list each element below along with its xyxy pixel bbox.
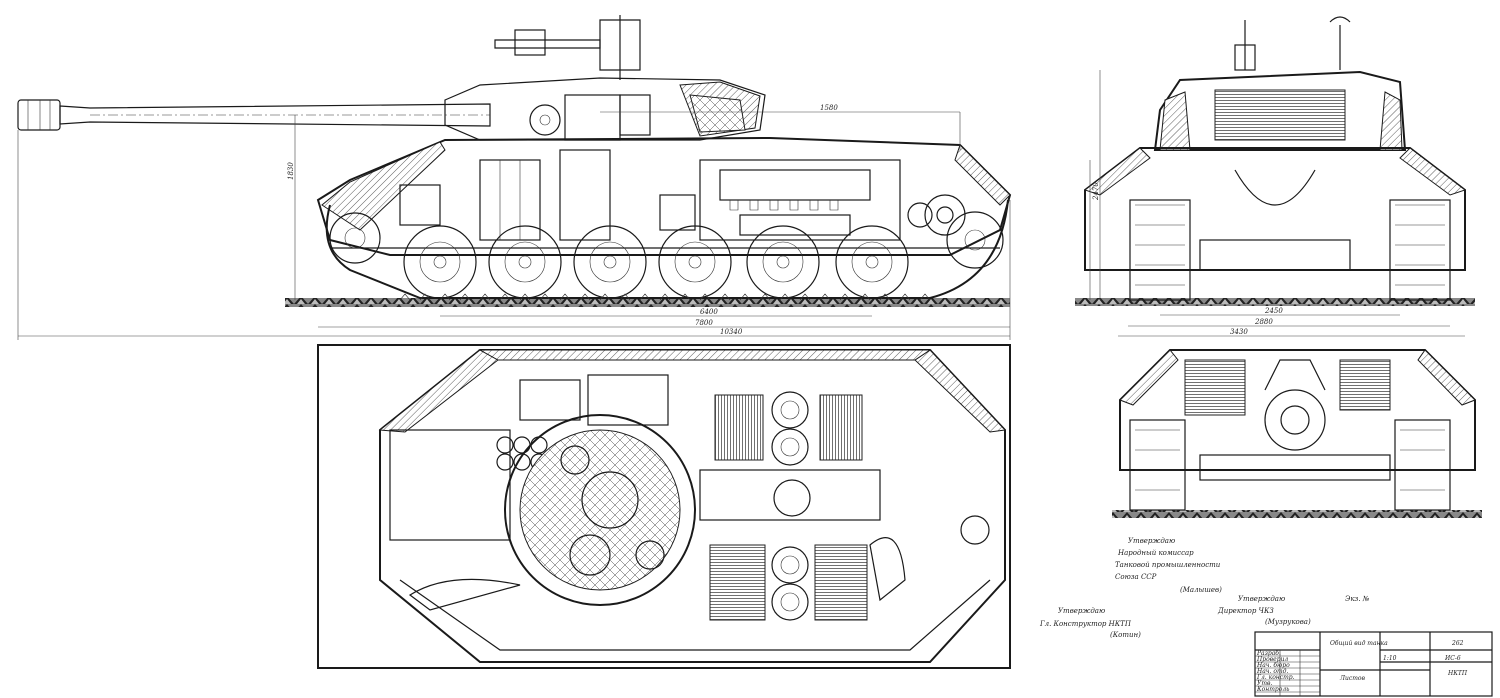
approval-signature: (Музрукова) — [1265, 618, 1311, 626]
drive-sprocket — [329, 212, 381, 264]
dim-track-contact: 6400 — [700, 308, 718, 316]
dim-overall-width: 3430 — [1230, 328, 1248, 336]
dim-track-outer: 2880 — [1254, 318, 1273, 326]
top-view — [317, 344, 1011, 669]
engine — [719, 169, 871, 236]
front-view: 2450 2880 3430 2470 — [1075, 16, 1475, 337]
title-block-designation: ИС-6 — [1444, 655, 1461, 662]
dim-gun-height: 1830 — [287, 162, 295, 180]
title-block: Общий вид танка Листов 1:10 ИС-6 262 НКТ… — [1254, 631, 1493, 697]
approval-signature: (Малышев) — [1180, 586, 1222, 594]
engine-deck — [699, 391, 881, 621]
front-dimensions: 2450 2880 3430 2470 — [1089, 70, 1465, 337]
title-block-row: Нач. бюро — [1256, 662, 1290, 669]
approval-line: Союза ССР — [1115, 573, 1157, 581]
approval-line: Гл. Конструктор НКТП — [1040, 620, 1131, 628]
front-turret — [1153, 70, 1407, 151]
side-dimensions: 6400 7800 10340 1830 1580 — [17, 104, 1011, 340]
title-block-sheet: Листов — [1339, 675, 1366, 682]
hull — [316, 136, 1012, 256]
turret-machine-gun — [494, 15, 641, 80]
title-block-row: Разраб. — [1256, 650, 1281, 657]
title-block-row: Гл. констр. — [1256, 674, 1295, 681]
running-gear — [325, 199, 1009, 301]
approval-line: Народный комиссар — [1118, 549, 1194, 557]
approval-line: Утверждаю — [1058, 607, 1106, 615]
approval-line: Утверждаю — [1128, 537, 1176, 545]
approval-line: Директор ЧКЗ — [1218, 607, 1274, 615]
title-block-title: Общий вид танка — [1330, 640, 1388, 647]
turret — [444, 77, 766, 141]
title-block-row: Утв. — [1257, 680, 1273, 687]
title-block-row: Проверил — [1256, 656, 1288, 663]
approval-line: Утверждаю — [1238, 595, 1286, 603]
title-block-org: НКТП — [1447, 670, 1468, 677]
dim-turret-offset: 1580 — [820, 104, 838, 112]
approval-signature: (Котин) — [1110, 631, 1141, 639]
approval-line: Танковой промышленности — [1115, 561, 1221, 569]
title-block-number: 262 — [1451, 640, 1464, 647]
dim-height: 2470 — [1092, 182, 1100, 201]
title-block-row: Контроль — [1256, 686, 1289, 693]
dim-track-gauge: 2450 — [1264, 307, 1283, 315]
side-view: 6400 7800 10340 1830 1580 — [17, 15, 1012, 340]
dim-overall-length: 10340 — [720, 328, 743, 336]
title-block-scale: 1:10 — [1383, 655, 1397, 662]
road-wheels — [403, 225, 909, 299]
copy-number: Экз. № — [1345, 595, 1370, 603]
gun-barrel — [17, 99, 491, 131]
title-block-row: Нач. отд. — [1256, 668, 1288, 675]
turret-ring — [504, 414, 696, 606]
ground-line — [285, 298, 1010, 307]
idler-wheel — [946, 211, 1004, 269]
dim-hull-length: 7800 — [695, 319, 713, 327]
rear-view — [1112, 349, 1482, 518]
